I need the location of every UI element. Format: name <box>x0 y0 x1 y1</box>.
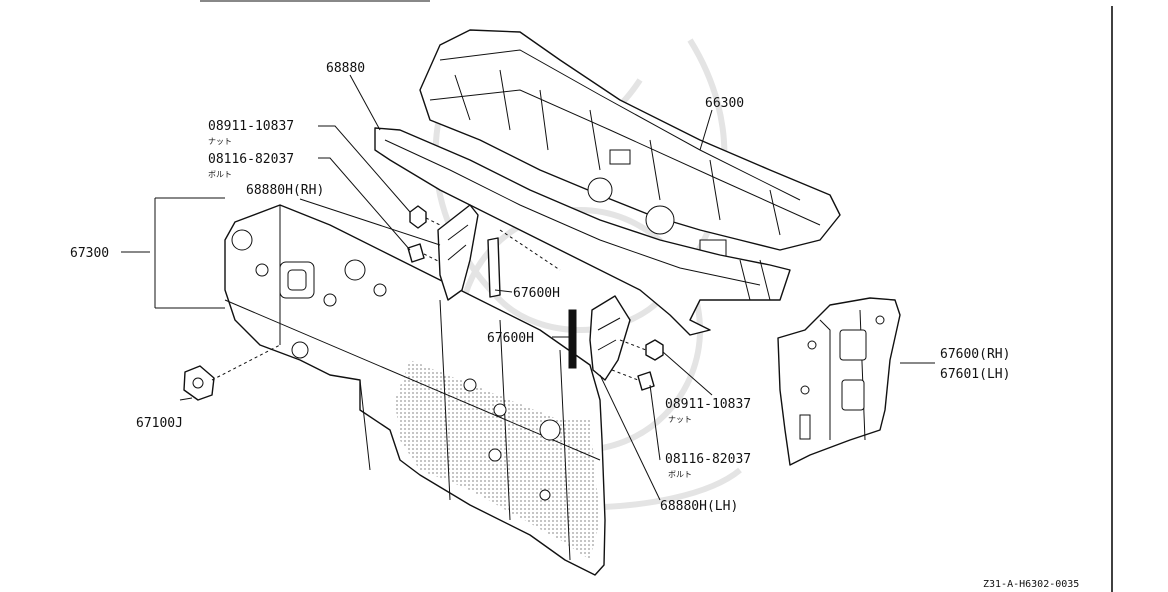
part-67600H-lower-strip <box>568 309 577 369</box>
leader-lines <box>121 74 935 501</box>
label-68880: 68880 <box>326 61 365 76</box>
fasteners-upper <box>407 205 441 263</box>
part-67600-side-panel <box>777 297 901 466</box>
label-08911-top-sub: ナット <box>208 137 232 146</box>
part-67300-dash-panel <box>224 204 606 576</box>
part-68880-cross-member <box>374 127 791 336</box>
label-67600H-upper: 67600H <box>513 286 560 301</box>
label-08116-bottom: 08116-82037 <box>665 452 751 467</box>
part-67600H-upper-strip <box>487 229 561 298</box>
label-08116-top-sub: ボルト <box>208 170 232 179</box>
label-67100J: 67100J <box>136 416 183 431</box>
part-68880H-rh-bracket <box>437 204 479 301</box>
label-67600-rh: 67600(RH) <box>940 347 1010 362</box>
label-66300: 66300 <box>705 96 744 111</box>
label-08911-bottom: 08911-10837 <box>665 397 751 412</box>
label-08116-top: 08116-82037 <box>208 152 294 167</box>
label-08911-top: 08911-10837 <box>208 119 294 134</box>
label-67600H-lower: 67600H <box>487 331 534 346</box>
label-67300: 67300 <box>70 246 109 261</box>
label-68880H-lh: 68880H(LH) <box>660 499 738 514</box>
label-68880H-rh: 68880H(RH) <box>246 183 324 198</box>
part-67100J-plate <box>183 344 281 401</box>
reference-code: Z31-A-H6302-0035 <box>983 579 1079 590</box>
part-labels: 68880 66300 08911-10837 ナット 08116-82037 … <box>70 61 1079 590</box>
label-08116-bottom-sub: ボルト <box>668 470 692 479</box>
part-68880H-lh-bracket <box>589 295 631 381</box>
label-67601-lh: 67601(LH) <box>940 367 1010 382</box>
label-08911-bottom-sub: ナット <box>668 415 692 424</box>
